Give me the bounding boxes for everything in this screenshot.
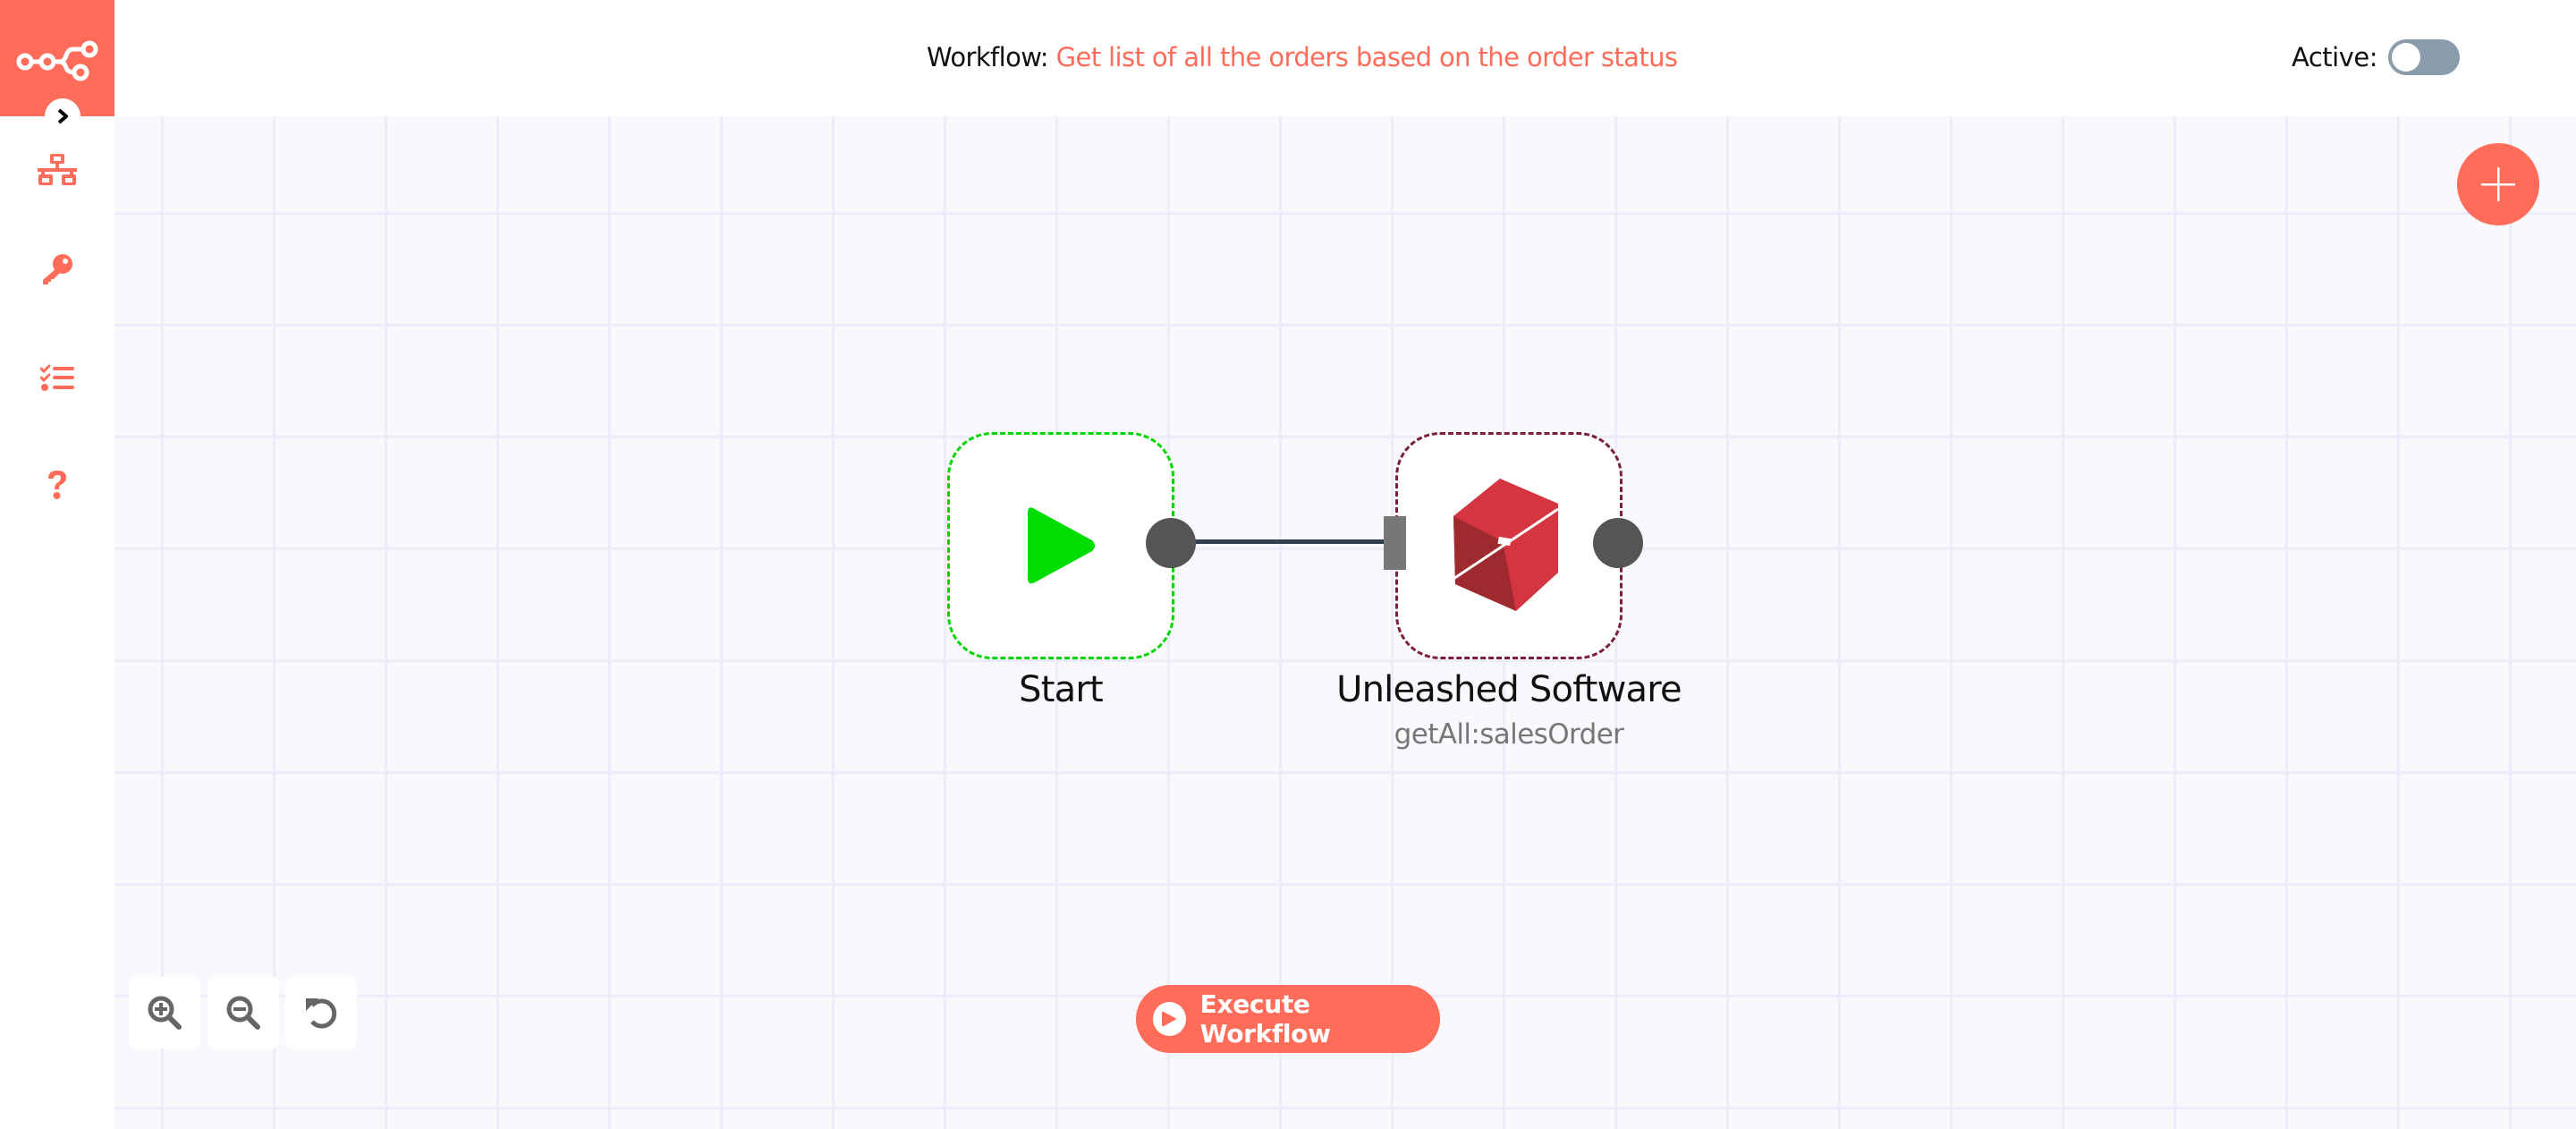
active-toggle[interactable] [2387,39,2460,75]
node-start-title: Start [1019,669,1104,710]
add-node-button[interactable] [2457,143,2539,225]
sidebar-item-help[interactable] [36,463,79,506]
active-label: Active: [2292,42,2377,72]
zoom-out-icon [226,996,260,1030]
zoom-in-button[interactable] [129,977,200,1048]
sidebar-item-executions[interactable] [36,357,79,400]
unleashed-output-handle[interactable] [1593,518,1643,568]
reset-zoom-icon [306,998,337,1029]
play-icon [1162,1011,1177,1027]
node-start[interactable] [947,432,1174,659]
sidebar-item-workflows[interactable] [36,149,79,191]
sidebar [0,0,114,1129]
node-unleashed-title: Unleashed Software [1336,669,1682,710]
key-icon [43,254,72,284]
active-control: Active: [2292,39,2460,75]
node-unleashed-software[interactable] [1395,432,1623,659]
question-icon [48,471,66,499]
sidebar-item-credentials[interactable] [36,248,79,291]
workflow-label: Workflow: [927,42,1049,72]
unleashed-cube-icon [1453,479,1559,611]
zoom-in-icon [148,996,182,1030]
workflow-name[interactable]: Get list of all the orders based on the … [1055,42,1678,72]
start-output-handle[interactable] [1146,518,1196,568]
node-unleashed-subtitle: getAll:salesOrder [1394,718,1624,751]
n8n-logo[interactable] [0,0,114,116]
header [114,0,2576,116]
play-icon [1028,507,1095,584]
sidebar-collapse-button[interactable] [45,98,80,134]
zoom-out-button[interactable] [208,977,279,1048]
node-unleashed-icon-wrap [1398,435,1620,657]
execute-workflow-button[interactable]: Execute Workflow [1136,985,1440,1053]
network-icon [38,154,77,185]
unleashed-input-handle[interactable] [1384,516,1406,570]
play-circle-icon [1153,1002,1186,1036]
workflow-title: Workflow: Get list of all the orders bas… [927,39,1678,75]
reset-zoom-button[interactable] [285,977,357,1048]
execute-workflow-label: Execute Workflow [1199,989,1331,1048]
n8n-logo-icon [16,40,98,81]
chevron-right-icon [57,108,68,124]
plus-icon [2481,167,2515,201]
tasks-list-icon [40,364,74,391]
toggle-knob [2391,43,2420,72]
workflow-canvas[interactable] [114,116,2576,1129]
node-start-icon-wrap [950,435,1172,657]
connection-start-to-unleashed[interactable] [1190,539,1386,544]
